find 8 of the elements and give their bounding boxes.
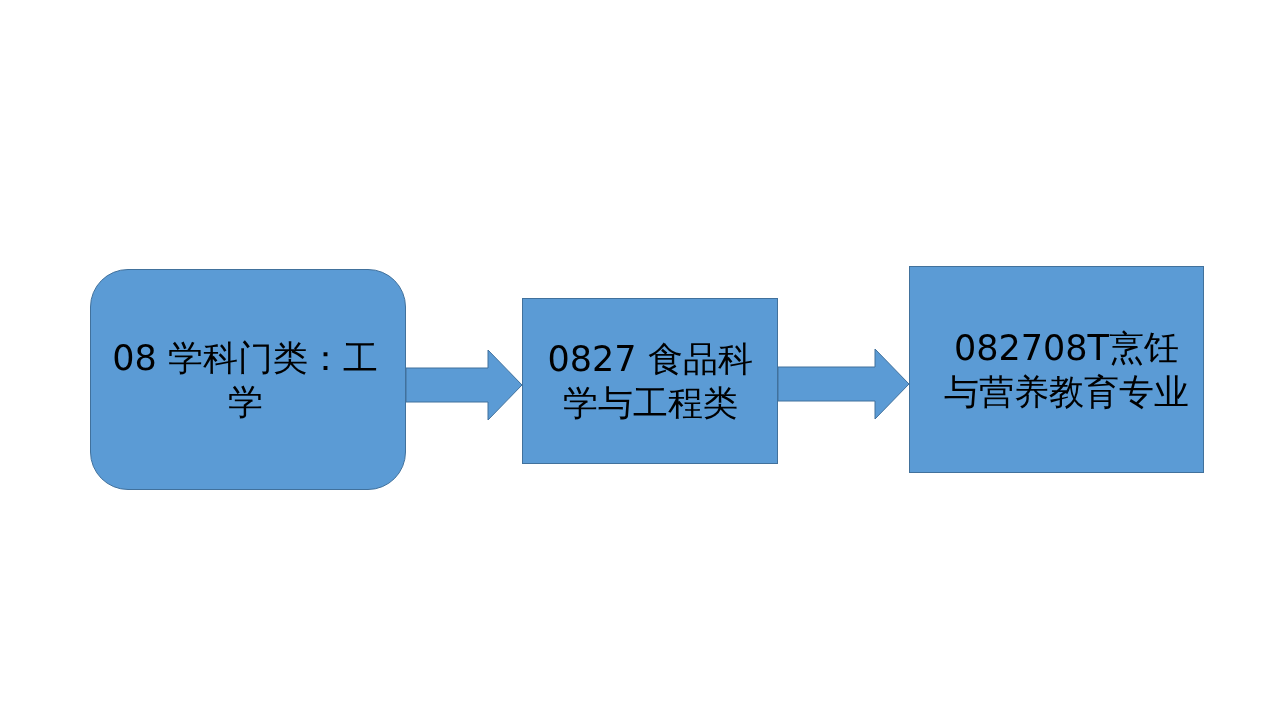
process-box — [522, 298, 778, 464]
box-label: 082708T烹饪与营养教育专业 — [944, 326, 1189, 414]
box-label: 08 学科门类：工学 — [111, 336, 379, 424]
block-arrow — [405, 349, 523, 421]
process-box — [909, 266, 1204, 473]
box-label: 0827 食品科学与工程类 — [546, 338, 754, 425]
block-arrow — [777, 348, 910, 420]
rounded-box — [90, 269, 406, 490]
